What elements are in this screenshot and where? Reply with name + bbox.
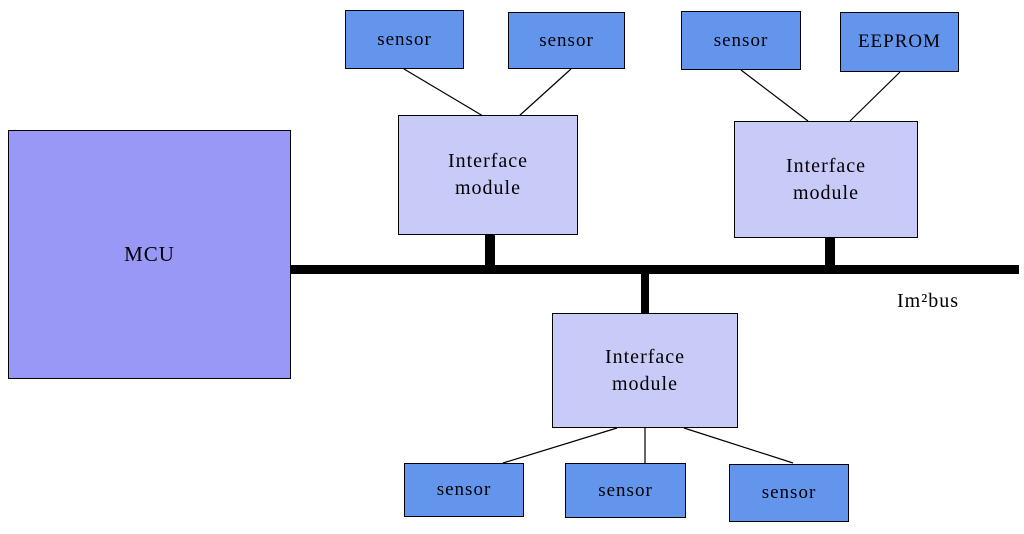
eeprom-top-right: EEPROM bbox=[840, 12, 959, 72]
sensor-top-right: sensor bbox=[681, 11, 801, 70]
sensor-bottom-3: sensor bbox=[729, 464, 849, 522]
link-bottom-1 bbox=[502, 427, 618, 464]
sensor-top-left-1: sensor bbox=[345, 10, 464, 69]
interface-module-bottom: Interface module bbox=[552, 313, 738, 428]
link-top-left-2 bbox=[518, 68, 572, 117]
bus-label: Im²bus bbox=[897, 290, 959, 312]
sensor-top-left-2: sensor bbox=[508, 12, 625, 69]
bus-stub-bottom bbox=[641, 270, 649, 314]
sensor-bottom-2: sensor bbox=[565, 463, 686, 518]
bus-stub-top-right bbox=[825, 237, 835, 271]
sensor-bottom-1: sensor bbox=[404, 463, 524, 517]
interface-module-top-right: Interface module bbox=[734, 121, 918, 238]
interface-module-top-left: Interface module bbox=[398, 115, 578, 235]
link-bottom-3 bbox=[683, 427, 794, 464]
mcu-label: MCU bbox=[124, 242, 175, 267]
mcu-block: MCU bbox=[8, 130, 291, 379]
bus-line bbox=[290, 265, 1019, 274]
link-top-left-1 bbox=[403, 68, 484, 117]
link-top-right-1 bbox=[740, 69, 809, 122]
link-top-right-2 bbox=[849, 71, 901, 122]
bus-stub-top-left bbox=[485, 233, 495, 271]
